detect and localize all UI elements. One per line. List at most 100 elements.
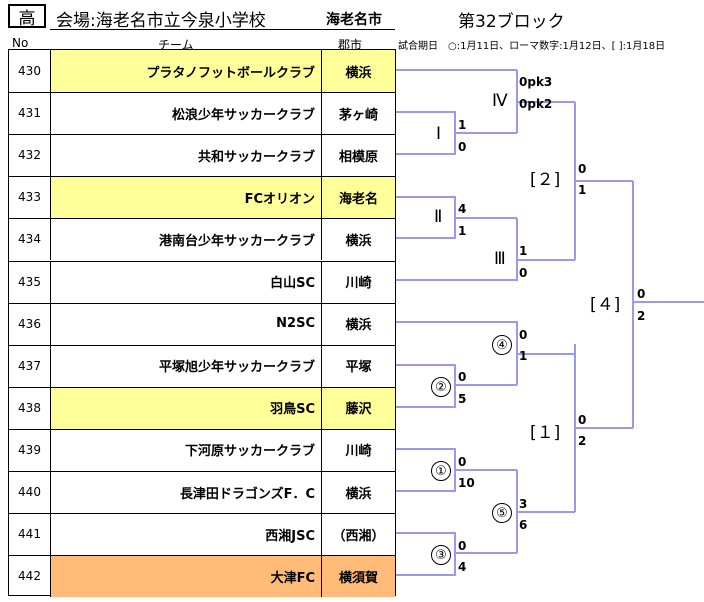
- row-divider: [9, 218, 395, 220]
- team-name: 港南台少年サッカークラブ: [51, 218, 322, 261]
- team-city: 川崎: [345, 444, 372, 460]
- bracket-match-I: [396, 111, 517, 155]
- team-city: 相模原: [338, 149, 378, 165]
- team-name: 羽鳥SC: [51, 386, 322, 429]
- team-city: 海老名: [322, 176, 395, 219]
- score-b1-top: 0: [578, 413, 587, 427]
- score-III-top: 1: [519, 244, 528, 258]
- team-name: 長津田ドラゴンズF．C: [51, 471, 322, 513]
- bracket-match-II: [396, 196, 517, 239]
- team-no: 435: [9, 260, 51, 303]
- bracket-match-III: [396, 218, 575, 281]
- match-label-b4: [４]: [590, 295, 621, 315]
- team-no: 438: [9, 386, 51, 429]
- score-c5-bottom: 6: [519, 518, 528, 532]
- bracket-match-b2: [574, 102, 633, 260]
- team-name: 大津FC: [51, 555, 322, 598]
- score-b2-top: 0: [578, 162, 587, 176]
- row-divider: [9, 471, 395, 472]
- team-name: プラタノフットボールクラブ: [51, 50, 322, 92]
- row-divider: [9, 555, 395, 557]
- score-c2-top: 0: [458, 370, 467, 384]
- row-divider: [9, 513, 395, 515]
- grade-badge: 高: [8, 4, 46, 29]
- row-divider: [9, 386, 395, 388]
- bracket-match-c5: [516, 470, 575, 553]
- team-name: 下河原サッカークラブ: [51, 428, 322, 471]
- score-II-bottom: 1: [458, 224, 467, 238]
- row-divider: [9, 134, 395, 136]
- team-no: 437: [9, 344, 51, 387]
- match-label-II: Ⅱ: [434, 207, 443, 227]
- match-label-b1: [１]: [530, 423, 561, 443]
- bracket-match-c2: [396, 364, 517, 408]
- team-city: 横浜: [345, 318, 372, 334]
- team-no: 442: [9, 555, 51, 598]
- score-IV-top: 0pk3: [519, 75, 553, 89]
- match-label-III: Ⅲ: [494, 249, 506, 269]
- team-name: 松浪少年サッカークラブ: [51, 92, 322, 135]
- team-name: 白山SC: [51, 260, 322, 303]
- team-city: 横浜: [322, 50, 395, 92]
- score-b4-bottom: 2: [637, 309, 646, 323]
- row-divider: [9, 92, 395, 94]
- block-title: 第32ブロック: [458, 12, 565, 32]
- bracket-match-b1: [574, 344, 633, 512]
- score-b4-top: 0: [637, 287, 646, 301]
- match-label-c5: ⑤: [492, 503, 512, 523]
- row-divider: [9, 176, 395, 178]
- team-no: 433: [9, 176, 51, 219]
- score-c2-bottom: 5: [458, 392, 467, 406]
- score-I-bottom: 0: [458, 140, 467, 154]
- team-city: 茅ヶ崎: [338, 107, 378, 123]
- score-II-top: 4: [458, 202, 467, 216]
- team-city: 藤沢: [322, 386, 395, 429]
- score-b1-bottom: 2: [578, 434, 587, 448]
- bracket-match-b4: [632, 181, 704, 428]
- team-no: 440: [9, 471, 51, 513]
- team-city: 横浜: [345, 486, 372, 502]
- col-header-team: チーム: [158, 38, 194, 52]
- team-city: 川崎: [345, 276, 372, 291]
- score-c3-top: 0: [458, 539, 467, 553]
- match-label-c2: ②: [431, 377, 451, 397]
- bracket-match-c3: [396, 532, 517, 576]
- bracket-match-c4: [396, 321, 575, 385]
- team-city: （西湘）: [332, 528, 385, 544]
- score-c1-bottom: 10: [458, 476, 475, 490]
- score-b2-bottom: 1: [578, 183, 587, 197]
- team-no: 432: [9, 134, 51, 177]
- team-name: 西湘JSC: [51, 513, 322, 556]
- match-label-I: Ⅰ: [436, 124, 442, 144]
- score-c3-bottom: 4: [458, 560, 467, 574]
- team-no: 430: [9, 50, 51, 92]
- team-no: 431: [9, 92, 51, 135]
- schedule-note: 試合期日 ○:1月11日、ローマ数字:1月12日、[ ]:1月18日: [398, 41, 666, 52]
- team-name: 平塚旭少年サッカークラブ: [51, 344, 322, 387]
- team-no: 434: [9, 218, 51, 261]
- score-c5-top: 3: [519, 497, 528, 511]
- score-c4-bottom: 1: [519, 349, 528, 363]
- row-divider: [9, 260, 395, 262]
- team-no: 436: [9, 302, 51, 345]
- score-c1-top: 0: [458, 455, 467, 469]
- match-label-c1: ①: [431, 461, 451, 481]
- match-label-IV: Ⅳ: [492, 91, 508, 111]
- team-city: 平塚: [345, 360, 372, 376]
- row-divider: [9, 344, 395, 346]
- match-label-c4: ④: [492, 335, 512, 355]
- host-city: 海老名市: [326, 12, 382, 28]
- match-label-b2: [２]: [530, 170, 561, 190]
